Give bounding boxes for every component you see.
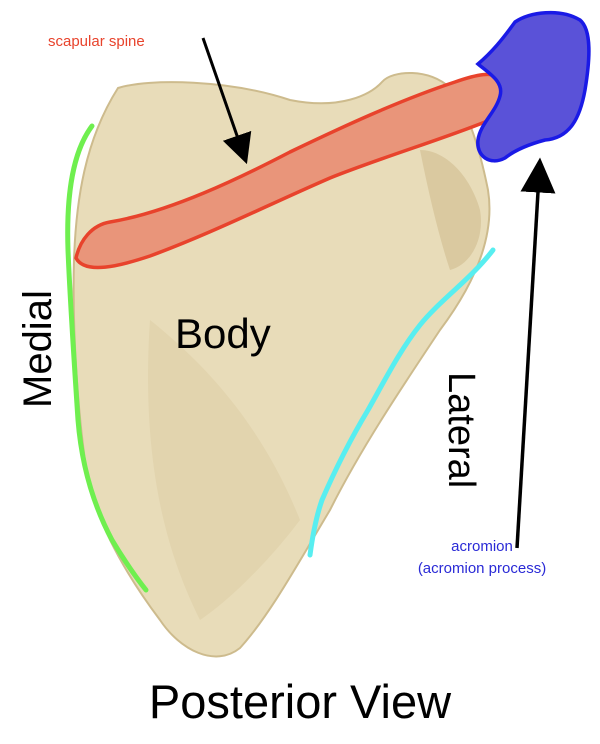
acromion-region: [475, 10, 591, 163]
scapular-spine-arrow: [201, 37, 252, 165]
acromion-arrow: [515, 157, 556, 549]
acromion-label-line2: (acromion process): [417, 560, 547, 577]
view-title: Posterior View: [148, 675, 452, 728]
scapular-spine-label: scapular spine: [48, 33, 145, 50]
glenoid-shadow: [420, 150, 481, 270]
medial-label: Medial: [16, 290, 60, 408]
acromion-label-line1: acromion: [451, 538, 513, 555]
lateral-label: Lateral: [440, 372, 482, 489]
body-shading: [148, 320, 300, 620]
body-label: Body: [175, 310, 271, 357]
acromion-label: acromion (acromion process): [400, 536, 564, 580]
lateral-border-line: [307, 247, 496, 558]
medial-border-line: [65, 123, 149, 593]
